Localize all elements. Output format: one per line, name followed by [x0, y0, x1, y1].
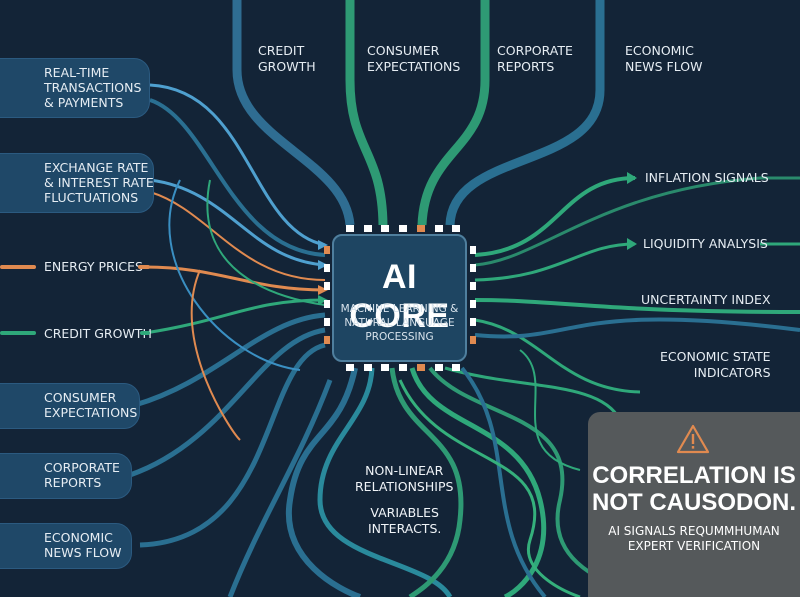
input-pill-realtime [0, 58, 150, 118]
ai-core-chip: AI CORE MACHINE LEARNING & NATURAL LANGU… [332, 234, 467, 362]
note-variables: VARIABLES INTERACTS. [368, 505, 442, 536]
wire-bottom-6 [444, 366, 622, 421]
wire-bottom-4 [409, 367, 547, 597]
top-label-credit-growth: CREDIT GROWTH [258, 43, 316, 74]
input-line-energy [0, 265, 36, 269]
top-label-corporate-reports: CORPORATE REPORTS [497, 43, 573, 74]
wire-bottom-2 [317, 367, 453, 597]
wire-bottom-9 [398, 379, 581, 597]
wire-in-energy [144, 265, 326, 292]
arrow-realtime [318, 240, 328, 250]
wire-top-news [445, 0, 605, 226]
arrow-exchange [318, 260, 328, 270]
wire-top-credit [232, 0, 355, 226]
output-label-uncertainty: UNCERTAINTY INDEX [641, 292, 771, 307]
wire-in-credit [144, 298, 326, 335]
top-label-economic-news-flow: ECONOMIC NEWS FLOW [625, 43, 703, 74]
wire-out-inflation [474, 176, 636, 257]
input-line-credit [0, 331, 36, 335]
input-pill-consumer [0, 383, 140, 429]
input-label-consumer: CONSUMER EXPECTATIONS [44, 390, 138, 420]
core-pins-bottom [346, 364, 460, 371]
wire-in-exchange [149, 178, 326, 267]
input-pill-corporate [0, 453, 132, 499]
wire-in-corporate [129, 327, 326, 478]
wire-top-consumer [345, 0, 388, 226]
wire-bottom-8 [460, 366, 547, 597]
input-pill-econnews [0, 523, 132, 569]
input-label-credit: CREDIT GROWTH [44, 326, 152, 341]
core-pins-right [470, 246, 476, 344]
top-label-consumer-expectations: CONSUMER EXPECTATIONS [367, 43, 461, 74]
wire-out-liquidity [474, 242, 636, 282]
arrow-energy [318, 285, 328, 295]
arrow-inflation [627, 172, 637, 184]
output-label-inflation: INFLATION SIGNALS [645, 170, 769, 185]
note-nonlinear: NON-LINEAR RELATIONSHIPS [355, 463, 454, 494]
core-pins-left [324, 246, 330, 344]
wire-bottom-1 [285, 367, 362, 597]
input-label-corporate: CORPORATE REPORTS [44, 460, 120, 490]
input-line-credit-right [140, 331, 150, 335]
core-pins-top [346, 225, 460, 232]
wire-in-misc-3 [206, 179, 326, 306]
warning-title: CORRELATION IS NOT CAUSODON. [592, 462, 796, 516]
wire-top-corporate [417, 0, 490, 226]
wire-out-uncertainty [474, 298, 800, 314]
ai-core-title: AI CORE [349, 258, 450, 335]
wire-bottom-7 [227, 379, 333, 597]
arrow-credit [318, 295, 328, 305]
input-label-econnews: ECONOMIC NEWS FLOW [44, 530, 122, 560]
wire-in-consumer [134, 312, 326, 408]
wire-out-econstate [474, 318, 641, 394]
output-label-econstate: ECONOMIC STATE INDICATORS [660, 349, 771, 380]
wire-in-realtime-2 [149, 98, 326, 257]
input-line-energy-right [138, 265, 150, 269]
input-label-energy: ENERGY PRICES [44, 259, 143, 274]
wire-in-exchange-2 [149, 191, 326, 281]
input-label-exchange: EXCHANGE RATE & INTEREST RATE FLUCTUATIO… [44, 160, 154, 205]
wire-in-misc-1 [168, 179, 301, 371]
warning-triangle-icon [676, 424, 710, 454]
output-label-liquidity: LIQUIDITY ANALYSIS [643, 236, 768, 251]
arrow-liquidity [627, 238, 637, 250]
wire-in-news [139, 342, 326, 548]
wire-bottom-3 [389, 367, 464, 597]
input-label-realtime: REAL-TIME TRANSACTIONS & PAYMENTS [44, 65, 142, 110]
warning-subtitle: AI SIGNALS REQUMMHUMAN EXPERT VERIFICATI… [608, 524, 780, 553]
ai-core-subtitle: MACHINE LEARNING & NATURAL LANGUAGE PROC… [340, 303, 459, 343]
input-pill-exchange [0, 153, 154, 213]
warning-panel: CORRELATION IS NOT CAUSODON. AI SIGNALS … [588, 412, 800, 597]
wire-in-misc-2 [190, 269, 241, 441]
wire-out-inflation-2 [474, 176, 800, 267]
wire-bottom-10 [519, 349, 581, 471]
wire-in-realtime [149, 83, 326, 247]
wire-out-econstate-2 [474, 317, 800, 339]
